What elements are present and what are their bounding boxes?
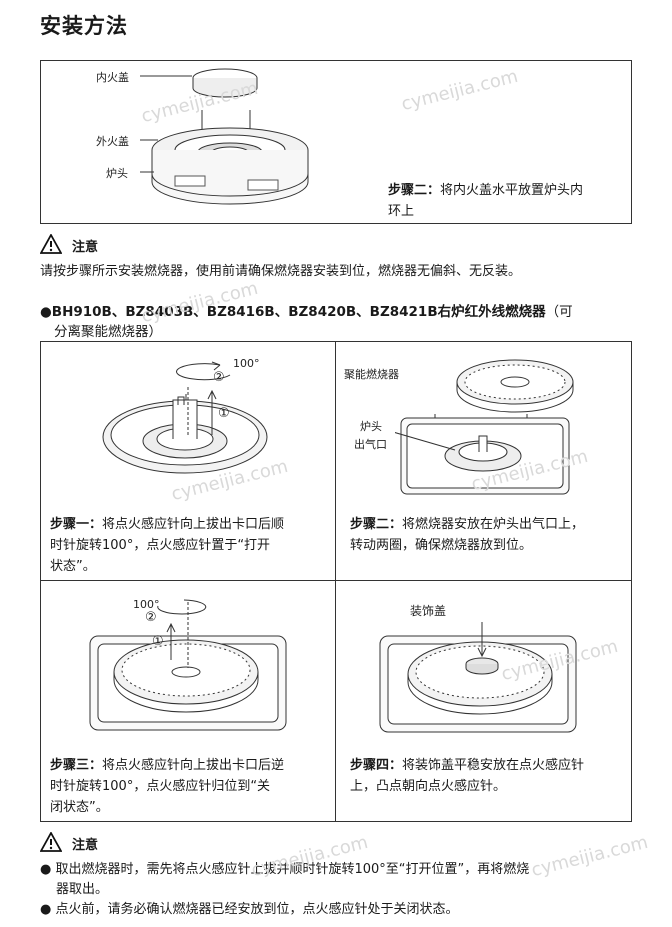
- c3-line-3: 闭状态”。: [50, 800, 109, 815]
- grid-divider-vertical: [335, 341, 336, 822]
- top-step-text-2: 环上: [388, 204, 415, 219]
- c3-num2: ②: [145, 610, 157, 625]
- step4-illustration: [379, 622, 577, 733]
- c3-line-1: 将点火感应针向上拔出卡口后逆: [102, 758, 285, 773]
- models-line1: ●BH910B、BZ8403B、BZ8416B、BZ8420B、BZ8421B右…: [40, 304, 546, 320]
- top-step-label: 步骤二：: [388, 183, 441, 198]
- step2-illustration: [395, 359, 574, 495]
- notice2-bullet-1: ● 取出燃烧器时，需先将点火感应针上拔并顺时针旋转100°至“打开位置”，再将燃…: [40, 862, 530, 877]
- step3-illustration: [89, 599, 287, 731]
- models-heading: ●BH910B、BZ8403B、BZ8416B、BZ8420B、BZ8421B右…: [40, 302, 640, 342]
- c3-line-2: 时针旋转100°，点火感应针归位到“关: [50, 779, 271, 794]
- c2-label-head: 炉头: [360, 420, 382, 433]
- c1-line-3: 状态”。: [50, 559, 96, 574]
- c2-label-burner: 聚能燃烧器: [344, 368, 399, 381]
- c4-step: 步骤四：将装饰盖平稳安放在点火感应针 上，凸点朝向点火感应针。: [350, 755, 628, 797]
- c2-label-outlet: 出气口: [354, 438, 387, 451]
- c3-angle: 100°: [133, 598, 160, 611]
- c3-num1: ①: [152, 634, 164, 649]
- c1-num1: ①: [218, 406, 230, 421]
- c3-step-label: 步骤三：: [50, 758, 103, 773]
- notice2-bullet-2: ● 点火前，请务必确认燃烧器已经安放到位，点火感应针处于关闭状态。: [40, 902, 459, 917]
- c4-step-label: 步骤四：: [350, 758, 403, 773]
- c1-line-2: 时针旋转100°，点火感应针置于“打开: [50, 538, 271, 553]
- c1-num2: ②: [213, 370, 225, 385]
- grid-divider-horizontal: [40, 580, 632, 581]
- c3-step: 步骤三：将点火感应针向上拔出卡口后逆 时针旋转100°，点火感应针归位到“关 闭…: [50, 755, 328, 818]
- models-line1-tail: （可: [545, 304, 573, 320]
- c1-angle: 100°: [233, 357, 260, 370]
- c4-label-cap: 装饰盖: [410, 604, 447, 618]
- notice-text: 请按步骤所示安装燃烧器，使用前请确保燃烧器安装到位，燃烧器无偏斜、无反装。: [40, 264, 522, 279]
- notice2-list: ● 取出燃烧器时，需先将点火感应针上拔并顺时针旋转100°至“打开位置”，再将燃…: [40, 860, 640, 920]
- step1-illustration: [102, 361, 268, 474]
- c2-line-2: 转动两圈，确保燃烧器放到位。: [350, 538, 533, 553]
- models-line2: 分离聚能燃烧器）: [54, 324, 162, 340]
- warning-icon: [40, 234, 62, 254]
- c1-step: 步骤一：将点火感应针向上拔出卡口后顺 时针旋转100°，点火感应针置于“打开 状…: [50, 514, 328, 577]
- c1-step-label: 步骤一：: [50, 517, 103, 532]
- label-inner-cap: 内火盖: [96, 71, 129, 84]
- c2-step-label: 步骤二：: [350, 517, 403, 532]
- top-diagram-panel: [40, 60, 632, 224]
- c4-line-2: 上，凸点朝向点火感应针。: [350, 779, 507, 794]
- notice2-heading: 注意: [72, 838, 99, 853]
- top-step-text: 步骤二：将内火盖水平放置炉头内 环上: [388, 180, 624, 222]
- notice2-bullet-1-cont: 器取出。: [56, 882, 109, 897]
- label-outer-cap: 外火盖: [96, 135, 129, 148]
- steps-grid: [40, 341, 632, 822]
- label-burner-head: 炉头: [106, 167, 128, 180]
- c4-line-1: 将装饰盖平稳安放在点火感应针: [402, 758, 585, 773]
- page-title: 安装方法: [40, 14, 128, 38]
- c1-line-1: 将点火感应针向上拔出卡口后顺: [102, 517, 285, 532]
- notice-heading: 注意: [72, 240, 99, 255]
- c2-line-1: 将燃烧器安放在炉头出气口上，: [402, 517, 585, 532]
- c2-step: 步骤二：将燃烧器安放在炉头出气口上， 转动两圈，确保燃烧器放到位。: [350, 514, 626, 556]
- warning-icon-2: [40, 832, 62, 852]
- top-step-text-1: 将内火盖水平放置炉头内: [440, 183, 584, 198]
- burner-cap-illustration: [140, 68, 309, 205]
